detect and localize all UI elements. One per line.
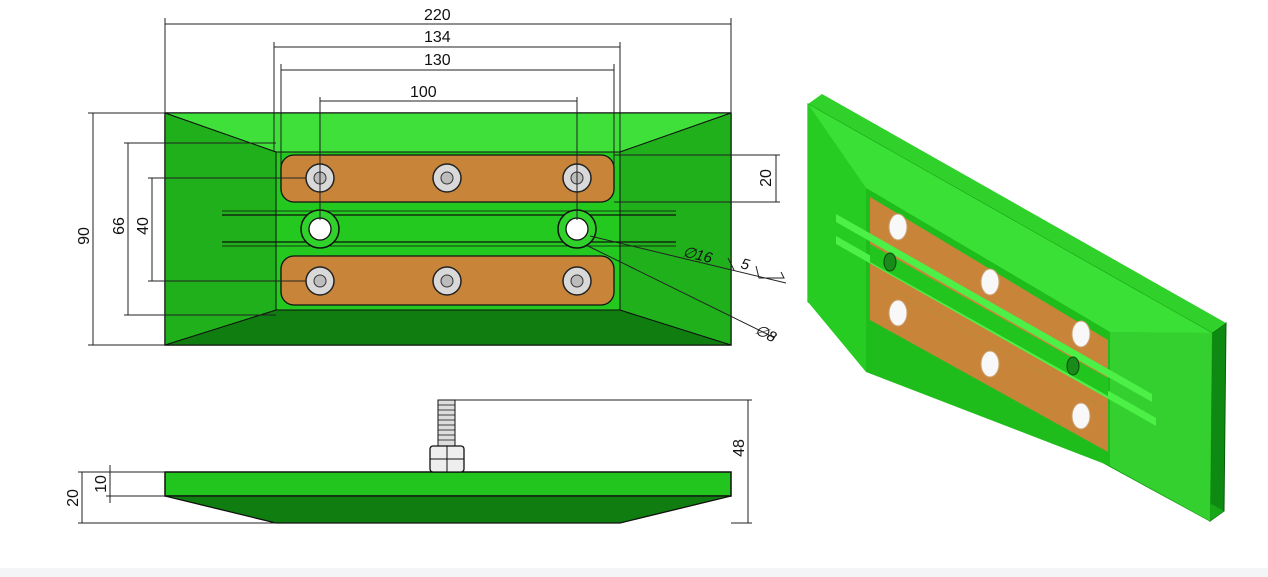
iso-center-stud (1066, 356, 1080, 376)
front-view: 220 134 130 100 90 66 40 (76, 7, 787, 347)
iso-bolt-hole (1071, 320, 1091, 348)
bolt-thread (437, 399, 456, 447)
iso-bolt-hole (1071, 402, 1091, 430)
side-view: 48 10 20 (65, 399, 752, 524)
bolt-hole (562, 266, 592, 296)
dim-height: 90 (76, 227, 93, 245)
dim-hole-row-width: 130 (424, 52, 451, 69)
bolt-hole (305, 266, 335, 296)
dim-total-thickness: 20 (65, 489, 82, 507)
bevel-left (164, 112, 277, 346)
dim-base-thickness: 10 (93, 475, 110, 493)
bevel-right (619, 112, 732, 346)
iso-center-stud (883, 252, 897, 272)
iso-bolt-hole (888, 213, 908, 241)
isometric-view (807, 94, 1227, 522)
iso-bolt-hole (980, 268, 1000, 296)
dim-pad-span: 66 (111, 217, 128, 235)
bottom-band (0, 568, 1268, 577)
iso-slot-strip (836, 214, 1152, 402)
dim-pad-width: 134 (424, 29, 451, 46)
dim-depth: 5 (739, 255, 752, 274)
iso-top-face (808, 94, 1226, 333)
iso-slot-band (870, 244, 1108, 396)
center-hole (300, 209, 340, 249)
side-plate-top (164, 471, 732, 497)
dim-small-hole: ∅8 (752, 321, 779, 346)
side-plate-bevel (164, 495, 732, 524)
dim-large-hole: ∅16 (681, 243, 715, 267)
iso-bevel-top (808, 104, 1212, 333)
iso-bolt-hole (980, 350, 1000, 378)
dim-hole-row-spacing: 40 (135, 217, 152, 235)
dim-overall-width: 220 (424, 7, 451, 24)
dim-pad-height: 20 (758, 169, 775, 187)
iso-bolt-hole (888, 299, 908, 327)
bolt-hole (432, 163, 462, 193)
dim-center-hole-spacing: 100 (410, 84, 437, 101)
center-hole (557, 209, 597, 249)
iso-bevel-right (1110, 332, 1212, 521)
bolt-hole (432, 266, 462, 296)
iso-side-face (1209, 322, 1227, 522)
dim-stud-height: 48 (731, 439, 748, 457)
